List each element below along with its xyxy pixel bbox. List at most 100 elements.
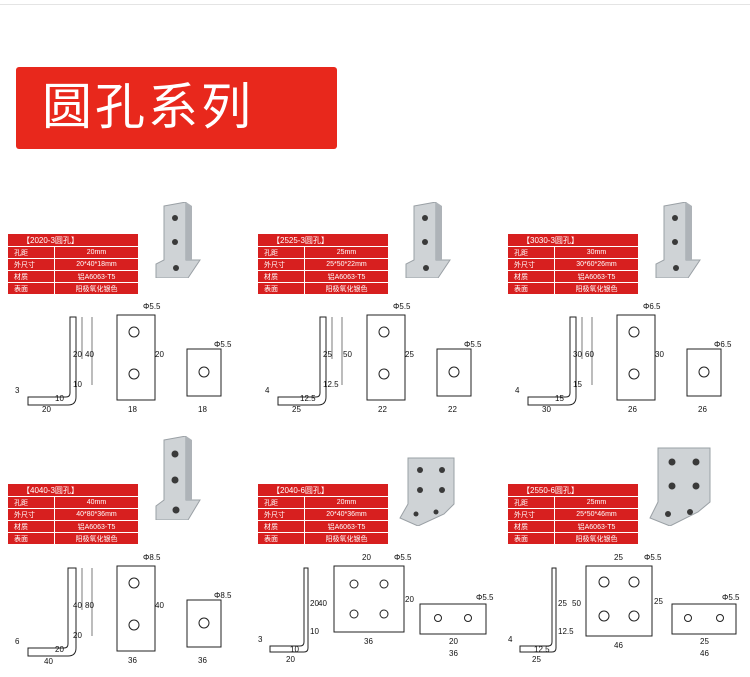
spec-key-surface: 表面 — [258, 532, 305, 544]
dim-base2: 20 — [286, 655, 295, 664]
spec-key-surface: 表面 — [8, 282, 55, 294]
dim-hole-bottom: Φ5.5 — [464, 340, 482, 349]
spec-value-surface: 阳极氧化银色 — [304, 282, 388, 294]
dim-side-h3: 12.5 — [558, 627, 574, 636]
dim-front-width: 26 — [628, 405, 637, 414]
spec-value-surface: 阳极氧化银色 — [54, 282, 138, 294]
bracket-photo — [155, 436, 201, 520]
dim-thickness: 3 — [15, 386, 20, 395]
bracket-photo — [155, 202, 201, 278]
spec-value-pitch: 20mm — [304, 496, 388, 509]
dim-hole-front: Φ8.5 — [143, 553, 161, 562]
spec-value-pitch: 40mm — [54, 496, 138, 509]
dim-bottom-pitch: 25 — [700, 637, 709, 646]
dim-side-h2: 50 — [343, 350, 352, 359]
spec-value-material: 铝A6063-T5 — [54, 270, 138, 283]
spec-key-material: 材质 — [258, 520, 305, 533]
technical-drawing: 40 80 20 6 20 40 Φ8.5 40 36 Φ8.5 36 — [15, 553, 232, 666]
technical-drawing: 25 50 12.5 4 12.5 25 25 Φ5.5 25 46 Φ5.5 … — [508, 553, 740, 664]
dim-base2: 30 — [542, 405, 551, 414]
series-banner: 圆孔系列 — [16, 67, 337, 149]
top-divider — [0, 4, 750, 5]
dim-hole-front: Φ6.5 — [643, 302, 661, 311]
banner-title: 圆孔系列 — [42, 78, 254, 136]
spec-value-surface: 阳极氧化银色 — [554, 282, 638, 294]
dim-front-width: 36 — [364, 637, 373, 646]
dim-side-h3: 10 — [73, 380, 82, 389]
spec-key-surface: 表面 — [8, 532, 55, 544]
spec-key-size: 外尺寸 — [258, 508, 305, 521]
dim-side-h1: 20 — [73, 350, 82, 359]
spec-key-material: 材质 — [508, 270, 555, 283]
spec-key-size: 外尺寸 — [258, 258, 305, 271]
bracket-photo — [399, 457, 455, 526]
bracket-photo — [655, 202, 701, 278]
spec-key-material: 材质 — [8, 520, 55, 533]
spec-key-size: 外尺寸 — [8, 508, 55, 521]
spec-value-material: 铝A6063-T5 — [554, 520, 638, 533]
dim-bottom-width: 36 — [198, 656, 207, 665]
spec-title: 【4040-3圆孔】 — [8, 483, 138, 497]
spec-title: 【2550-6圆孔】 — [508, 483, 638, 497]
spec-value-pitch: 30mm — [554, 246, 638, 259]
dim-side-h2: 60 — [585, 350, 594, 359]
dim-side-h1: 25 — [323, 350, 332, 359]
spec-value-surface: 阳极氧化银色 — [304, 532, 388, 544]
dim-side-h1: 30 — [573, 350, 582, 359]
dim-front-width: 22 — [378, 405, 387, 414]
dim-thickness: 4 — [515, 386, 520, 395]
spec-value-pitch: 25mm — [554, 496, 638, 509]
spec-value-size: 25*50*22mm — [304, 258, 388, 271]
dim-front-top: 25 — [614, 553, 623, 562]
spec-key-surface: 表面 — [258, 282, 305, 294]
spec-value-size: 20*40*18mm — [54, 258, 138, 271]
dim-thickness: 3 — [258, 635, 263, 644]
dim-front-pitch: 40 — [155, 601, 164, 610]
spec-value-size: 40*80*36mm — [54, 508, 138, 521]
spec-value-material: 铝A6063-T5 — [304, 520, 388, 533]
spec-key-pitch: 孔距 — [508, 246, 555, 259]
dim-base2: 25 — [292, 405, 301, 414]
dim-bottom-pitch: 20 — [449, 637, 458, 646]
dim-bottom-width: 18 — [198, 405, 207, 414]
dim-base1: 12.5 — [534, 645, 550, 654]
dim-front-top: 20 — [362, 553, 371, 562]
dim-base1: 12.5 — [300, 394, 316, 403]
technical-drawing: 25 50 12.5 4 12.5 25 Φ5.5 25 22 Φ5.5 22 — [265, 302, 482, 414]
spec-title: 【2020-3圆孔】 — [8, 233, 138, 247]
dim-hole-bottom: Φ6.5 — [714, 340, 732, 349]
dim-side-h1: 40 — [73, 601, 82, 610]
dim-bottom-width: 36 — [449, 649, 458, 658]
spec-value-size: 25*50*46mm — [554, 508, 638, 521]
spec-value-size: 30*60*26mm — [554, 258, 638, 271]
dim-thickness: 4 — [265, 386, 270, 395]
dim-hole-front: Φ5.5 — [644, 553, 662, 562]
spec-key-pitch: 孔距 — [258, 246, 305, 259]
spec-value-pitch: 20mm — [54, 246, 138, 259]
spec-key-material: 材质 — [258, 270, 305, 283]
dim-side-h2: 40 — [85, 350, 94, 359]
dim-base2: 25 — [532, 655, 541, 664]
technical-drawing: 20 40 10 3 10 20 20 Φ5.5 20 36 Φ5.5 20 3… — [258, 553, 494, 664]
spec-key-pitch: 孔距 — [508, 496, 555, 509]
dim-side-h3: 20 — [73, 631, 82, 640]
spec-key-size: 外尺寸 — [508, 258, 555, 271]
dim-side-h3: 10 — [310, 627, 319, 636]
dim-hole-front: Φ5.5 — [143, 302, 161, 311]
spec-value-size: 20*40*36mm — [304, 508, 388, 521]
dim-front-width: 36 — [128, 656, 137, 665]
dim-bottom-width: 46 — [700, 649, 709, 658]
technical-drawing: 20 40 10 3 10 20 Φ5.5 20 18 Φ5.5 18 — [15, 302, 232, 414]
spec-value-surface: 阳极氧化银色 — [54, 532, 138, 544]
dim-front-pitch: 25 — [654, 597, 663, 606]
dim-side-h2: 50 — [572, 599, 581, 608]
bracket-photo — [649, 447, 711, 526]
dim-base1: 20 — [55, 645, 64, 654]
